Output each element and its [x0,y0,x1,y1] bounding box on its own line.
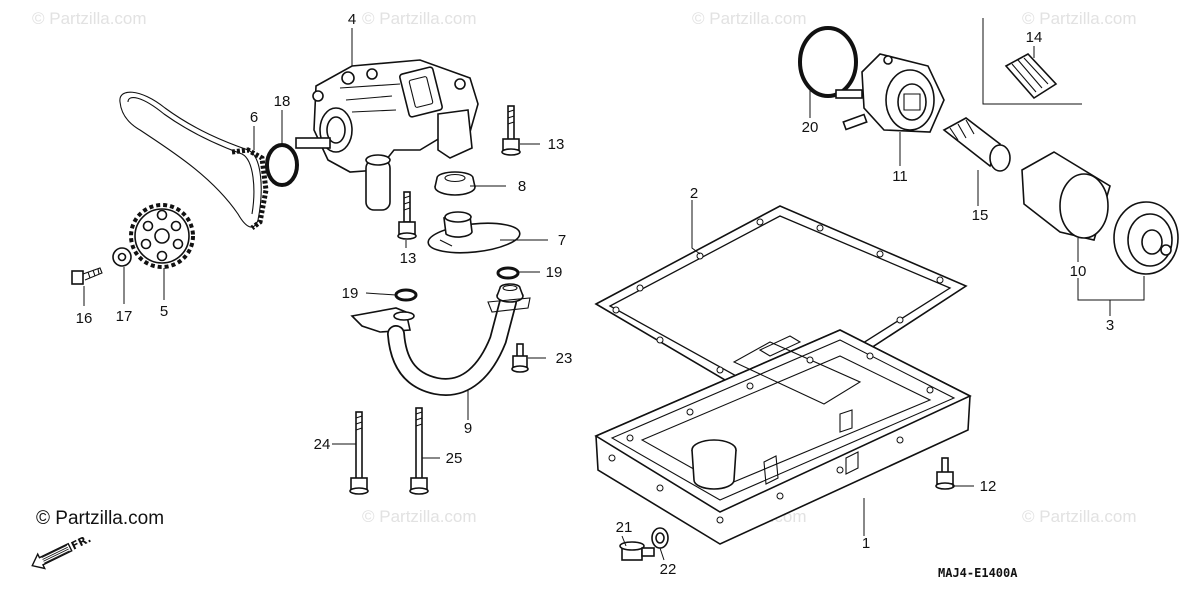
leader-lines [83,28,1145,561]
callout-3: 3 [1106,317,1114,334]
callout-5: 5 [160,303,168,320]
o-ring-19-left [394,288,418,302]
o-ring-19-right [496,266,520,280]
long-bolt-24 [349,411,369,495]
callout-16: 16 [76,310,93,327]
callout-11: 11 [892,168,908,185]
diagram-code: MAJ4-E1400A [938,566,1018,580]
callout-13-lower: 13 [400,250,417,267]
callout-17: 17 [116,308,133,325]
bolt-16 [71,267,103,285]
copyright-text: © Partzilla.com [36,508,164,529]
oil-pan [594,329,972,545]
o-ring-20 [798,26,858,98]
callout-24: 24 [314,436,331,453]
callout-4: 4 [348,11,356,28]
oil-cooler [835,53,945,133]
bolt-13-lower [397,191,417,240]
part-14-insert [1004,53,1058,100]
callout-7: 7 [558,232,566,249]
callout-12: 12 [980,478,997,495]
direction-label: FR. [69,532,93,553]
callout-22: 22 [660,561,677,578]
oil-pump-sprocket [129,203,195,269]
bolt-23 [511,343,529,373]
callout-23: 23 [556,350,573,367]
bolt-12 [935,457,955,490]
callout-1: 1 [862,535,870,552]
callout-10: 10 [1070,263,1087,280]
callout-18: 18 [274,93,291,110]
inset-box [982,18,1082,105]
bolt-13-upper [501,105,521,156]
drain-bolt-21 [619,541,655,561]
oil-strainer [427,211,521,254]
washer-17 [112,247,132,267]
watermark-7: © Partzilla.com [1022,507,1137,526]
callout-13-upper: 13 [548,136,565,153]
watermark-3: © Partzilla.com [692,9,807,28]
callout-15: 15 [972,207,989,224]
watermark-4: © Partzilla.com [1022,9,1137,28]
callout-8: 8 [518,178,526,195]
callout-21: 21 [616,519,633,536]
watermark-5: © Partzilla.com [362,507,477,526]
callout-2: 2 [690,185,698,202]
callout-25: 25 [446,450,463,467]
callout-14: 14 [1026,29,1043,46]
callout-9: 9 [464,420,472,437]
drive-chain [119,91,269,230]
oil-seal-8 [434,171,476,196]
watermark-1: © Partzilla.com [32,9,147,28]
callout-6: 6 [250,109,258,126]
oil-cooler-bolt [942,117,1011,172]
oil-filter [1021,151,1179,275]
oil-pump [295,59,479,211]
oil-pipe [350,283,531,396]
long-bolt-25 [409,407,429,495]
oil-pan-gasket [594,205,968,411]
o-ring-18 [265,143,299,187]
watermarks: © Partzilla.com © Partzilla.com © Partzi… [32,9,1137,526]
callout-19-left: 19 [342,285,359,302]
watermark-2: © Partzilla.com [362,9,477,28]
callout-20: 20 [802,119,819,136]
front-direction-arrow: FR. [31,532,93,570]
sealing-washer-22 [651,527,669,549]
callout-19-right: 19 [546,264,563,281]
callouts: 4 18 6 13 8 7 13 19 19 23 9 24 25 5 17 1… [76,11,1115,578]
